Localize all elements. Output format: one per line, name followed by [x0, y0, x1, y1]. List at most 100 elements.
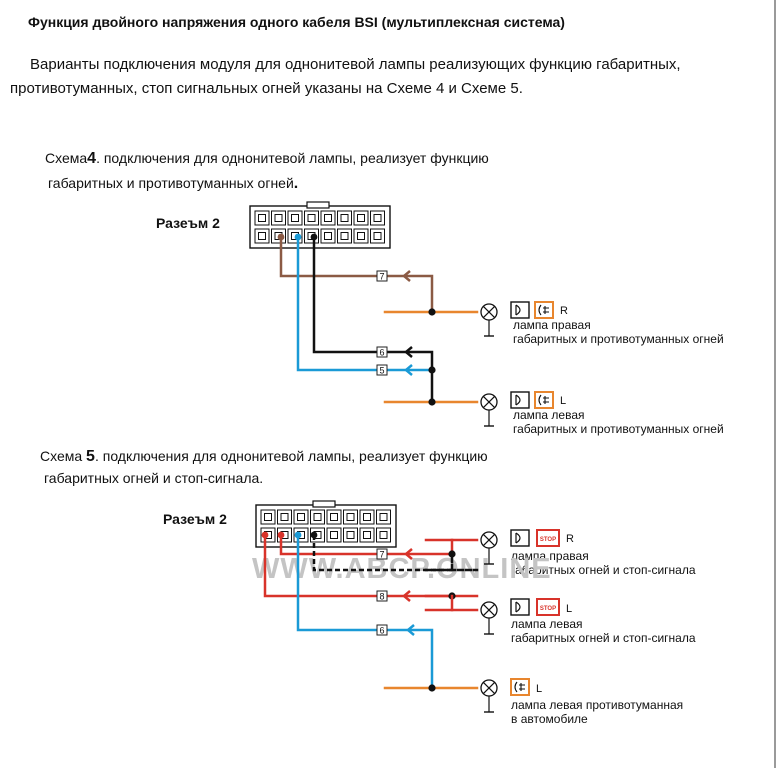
stop-light-text: STOP	[540, 537, 556, 543]
s4-pin-blue	[294, 233, 302, 241]
s5-pin-tag-8: 8	[376, 590, 388, 602]
fog-light-frame	[534, 391, 554, 409]
fog-light-shape	[538, 304, 549, 316]
s5-chevron-7	[404, 548, 413, 560]
stop-light-text: STOP	[540, 606, 556, 612]
s5-pin-tag-6: 6	[376, 624, 388, 636]
pin-tag-number: 7	[379, 550, 384, 560]
connector-cell-inner	[340, 232, 349, 240]
s4-lamp-right	[480, 303, 498, 337]
s4-right-parking-light-icon	[510, 301, 530, 319]
s5-lamp-right	[480, 531, 498, 565]
s4-chevron-7	[402, 270, 411, 282]
scheme4-title-prefix: Схема	[45, 150, 88, 166]
connector-cell-inner	[379, 531, 388, 539]
s4-wire-black	[312, 237, 434, 402]
scheme4-title-line2-text: габаритных и противотуманных огней	[48, 175, 294, 191]
connector-cell-inner	[307, 214, 316, 222]
s5-pin-tag-7: 7	[376, 548, 388, 560]
scheme4-connector	[249, 201, 391, 249]
connector-cell-inner	[357, 214, 365, 222]
s5-junction-red-right	[448, 550, 456, 558]
s4-lamp-left	[480, 393, 498, 427]
s4-pin-black	[310, 233, 318, 241]
lamp-bulb-cross	[482, 603, 496, 617]
s5-left-side-letter: L	[566, 603, 572, 615]
s4-junction-right	[428, 308, 436, 316]
scheme5-title-rest: . подключения для однонитевой лампы, реа…	[94, 448, 488, 464]
scheme4-title-number: 4	[87, 150, 97, 167]
s4-wire-brown	[279, 237, 434, 312]
connector-cell-inner	[274, 214, 283, 222]
pin-tag-box	[376, 590, 388, 602]
s4-right-fog-light-icon	[534, 301, 554, 319]
scheme4-diagram: 7 6 5 R L	[249, 201, 568, 427]
connector-cell-inner	[330, 513, 338, 521]
s5-lamp-left	[480, 601, 498, 635]
s5-pin-blue	[294, 531, 302, 539]
pin-tag-box	[376, 624, 388, 636]
scheme5-title-prefix: Схема	[40, 448, 83, 464]
connector-cell-inner	[330, 531, 338, 539]
stop-light-frame	[536, 529, 560, 547]
s5-pin-black	[310, 531, 318, 539]
pin-tag-number: 7	[379, 272, 384, 282]
s4-left-side-letter: L	[560, 395, 566, 407]
pin-tag-number: 5	[379, 366, 384, 376]
pin-tag-box	[376, 346, 388, 358]
s5-wire-blue	[296, 535, 434, 688]
s4-wire-blue	[296, 237, 432, 372]
lamp-bulb-cross	[482, 533, 496, 547]
connector-cell-inner	[346, 513, 355, 521]
s5-lamp-right-label-2: габаритных огней и стоп-сигнала	[511, 563, 696, 577]
lamp-bulb-cross	[482, 681, 496, 695]
lamp-bulb-cross	[482, 395, 496, 409]
s5-chevron-8	[402, 590, 411, 602]
scheme4-title-rest: . подключения для однонитевой лампы, реа…	[96, 150, 489, 166]
connector-cell-inner	[346, 531, 355, 539]
scheme5-title-line2: габаритных огней и стоп-сигнала.	[44, 470, 264, 486]
s5-lamp-left-label-1: лампа левая	[511, 617, 583, 631]
connector-cell-inner	[357, 232, 365, 240]
pin-tag-box	[376, 364, 388, 376]
connector-cell-inner	[363, 513, 371, 521]
connector-cell-inner	[373, 214, 382, 222]
s4-junction-blue	[428, 366, 436, 374]
s4-pin-brown	[277, 233, 285, 241]
s4-lamp-right-label-1: лампа правая	[513, 318, 591, 332]
connector-cell-inner	[340, 214, 349, 222]
connector-cell-inner	[363, 531, 371, 539]
s5-junction-fog	[428, 684, 436, 692]
s5-wire-red-2	[279, 535, 452, 556]
connector-cell-inner	[324, 214, 332, 222]
connector-cell-inner	[258, 232, 266, 240]
s5-fog-light-icon	[510, 678, 530, 696]
pin-tag-number: 6	[379, 626, 384, 636]
s5-chevron-6	[406, 624, 415, 636]
s4-lamp-left-label-2: габаритных и противотуманных огней	[513, 422, 724, 436]
s4-pin-tag-6: 6	[376, 346, 388, 358]
pin-tag-number: 6	[379, 348, 384, 358]
s4-junction-left	[428, 398, 436, 406]
connector-cell-inner	[373, 232, 382, 240]
s4-left-parking-light-icon	[510, 391, 530, 409]
s4-chevron-6	[404, 346, 413, 358]
s5-right-stop-light-icon: STOP	[536, 529, 560, 547]
connector-cell-inner	[324, 232, 332, 240]
scheme5-title: Схема 5. подключения для однонитевой лам…	[40, 448, 488, 466]
s5-left-parking-light-icon	[510, 598, 530, 616]
s4-left-fog-light-icon	[534, 391, 554, 409]
scheme5-connector-label: Разеъм 2	[163, 511, 227, 527]
parking-light-shape	[515, 532, 521, 544]
s5-lamp-right-label-1: лампа правая	[511, 549, 589, 563]
s5-wire-black-dashed	[312, 535, 452, 572]
s4-pin-tag-5: 5	[376, 364, 388, 376]
s4-pin-tag-7: 7	[376, 270, 388, 282]
intro-line-1: Варианты подключения модуля для одноните…	[30, 56, 681, 73]
connector-latch	[306, 201, 330, 209]
lamp-bulb-cross	[482, 305, 496, 319]
s5-lamp-fog	[480, 679, 498, 713]
s4-right-side-letter: R	[560, 305, 568, 317]
